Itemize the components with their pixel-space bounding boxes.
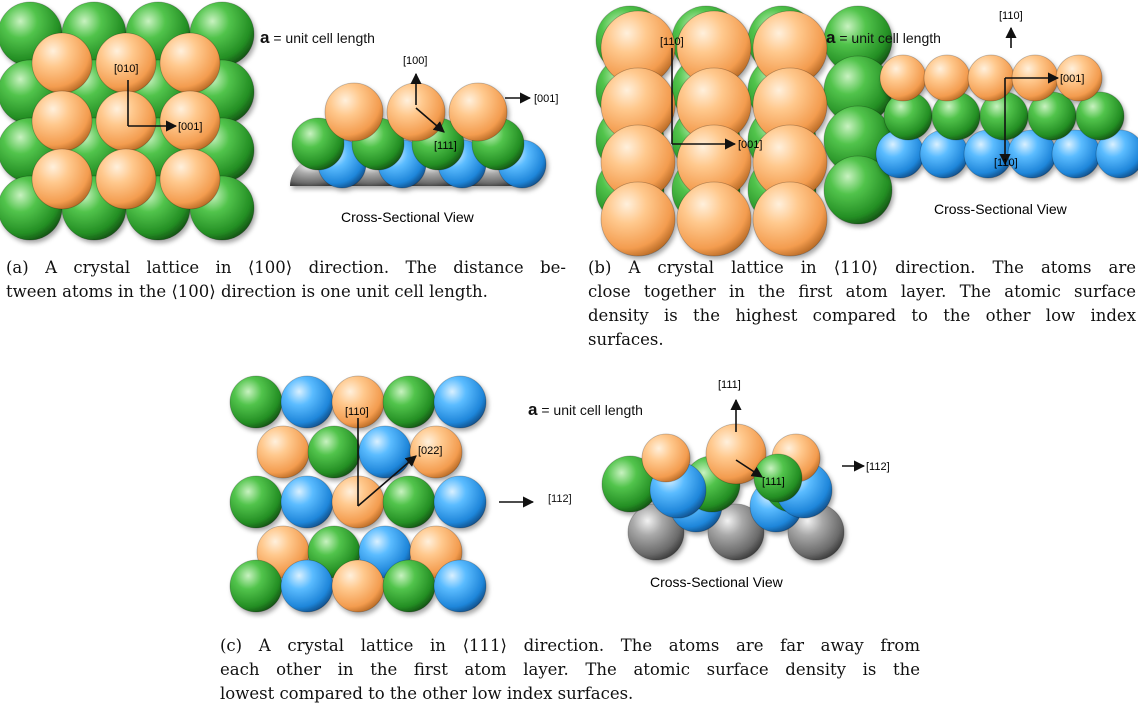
atom-orange [331,559,385,613]
atom-orange [923,54,971,102]
panel-b: [110] [001] a = unit cell length [110] [… [580,0,1138,349]
atom-orange [324,82,384,142]
atom-orange [641,433,691,483]
panel-a-top-view: [010] [001] [0,1,255,241]
atom-green [823,155,893,225]
panel-c-caption-line: (c) A crystal lattice in ⟨111⟩ direction… [220,636,920,655]
atom-blue [433,559,487,613]
panel-b-cs-label-110-up: [110] [999,10,1023,22]
panel-c-cs-label-111-down: [111] [762,476,785,488]
panel-b-caption-line: density is the highest compared to the o… [588,306,1136,325]
panel-b-unit-text: = unit cell length [839,30,941,46]
atom-green [307,425,361,479]
panel-b-caption-line: surfaces. [588,330,664,349]
atom-gray [707,503,765,561]
atom-green [229,475,283,529]
atom-orange [31,90,93,152]
panel-a-cross-section: [100] [001] [111] Cross-Sectional View [290,55,558,225]
panel-c-unit-legend: a = unit cell length [528,400,643,420]
panel-b-a-symbol: a [826,28,836,47]
atom-orange [159,148,221,210]
panel-c-cs-label-111-up: [111] [718,379,741,391]
panel-c-label-110: [110] [345,406,369,418]
atom-orange [752,181,828,257]
atom-green [291,117,345,171]
panel-c-caption-line: each other in the first atom layer. The … [220,660,920,679]
panel-c-caption: (c) A crystal lattice in ⟨111⟩ direction… [220,634,920,706]
atom-blue [280,559,334,613]
panel-a-unit-legend: a = unit cell length [260,28,375,48]
panel-b-cs-label-110-down: [110] [994,157,1018,169]
atom-orange [409,425,463,479]
panel-c-unit-text: = unit cell length [541,402,643,418]
panel-a-a-symbol: a [260,28,270,47]
panel-a-unit-text: = unit cell length [273,30,375,46]
atom-blue [358,425,412,479]
panel-c-cross-section: [111] [111] [112] Cross-Sectional View [601,379,890,590]
panel-b-top-view: [110] [001] [595,5,893,257]
atom-orange [600,181,676,257]
atom-green [229,559,283,613]
panel-c: [110] [022] [112] a = unit cell length [… [220,360,920,707]
panel-a-label-001: [001] [178,121,202,133]
atom-orange [95,148,157,210]
panel-b-cs-label-001: [001] [1060,73,1084,85]
atom-blue [433,475,487,529]
atom-blue [280,475,334,529]
panel-a-cs-title: Cross-Sectional View [341,209,475,225]
panel-c-cs-label-112: [112] [866,461,890,473]
panel-a-caption-line: (a) A crystal lattice in ⟨100⟩ direction… [6,258,566,277]
atom-orange [31,148,93,210]
panel-a-cs-label-111: [111] [434,140,457,152]
panel-a-caption: (a) A crystal lattice in ⟨100⟩ direction… [6,256,566,304]
panel-b-caption-line: (b) A crystal lattice in ⟨110⟩ direction… [588,258,1136,277]
panel-a-top-arrows [127,80,178,132]
panel-b-cs-title: Cross-Sectional View [934,201,1068,217]
panel-b-label-110: [110] [660,36,684,48]
panel-c-label-022: [022] [418,445,442,457]
panel-c-top-view: [110] [022] [229,375,535,613]
atom-green [1075,91,1125,141]
atom-blue [433,375,487,429]
panel-a-cs-label-100: [100] [403,55,427,67]
panel-a-caption-line: tween atoms in the ⟨100⟩ direction is on… [6,282,488,301]
atom-orange [256,425,310,479]
atom-green [382,375,436,429]
panel-a-cs-label-001: [001] [534,93,558,105]
atom-blue [280,375,334,429]
panel-a-label-010: [010] [114,63,138,75]
atom-green [229,375,283,429]
atom-green [382,475,436,529]
atom-orange [879,54,927,102]
panel-b-cross-section: [110] [001] [110] Cross-Sectional View [875,10,1138,217]
panel-a: [010] [001] a = unit cell length [100] [… [0,0,570,301]
atom-orange [159,32,221,94]
atom-green [753,453,803,503]
atom-orange [676,181,752,257]
atom-orange [95,90,157,152]
atom-green [382,559,436,613]
atom-orange [31,32,93,94]
panel-b-caption: (b) A crystal lattice in ⟨110⟩ direction… [588,256,1136,352]
panel-b-unit-legend: a = unit cell length [826,28,941,48]
panel-b-label-001: [001] [738,139,762,151]
panel-c-cs-title: Cross-Sectional View [650,574,784,590]
atom-orange [448,82,508,142]
panel-c-a-symbol: a [528,400,538,419]
panel-c-caption-line: lowest compared to the other low index s… [220,684,634,703]
atom-blue [1095,129,1138,179]
panel-b-caption-line: close together in the first atom layer. … [588,282,1136,301]
panel-c-label-112: [112] [548,493,572,505]
